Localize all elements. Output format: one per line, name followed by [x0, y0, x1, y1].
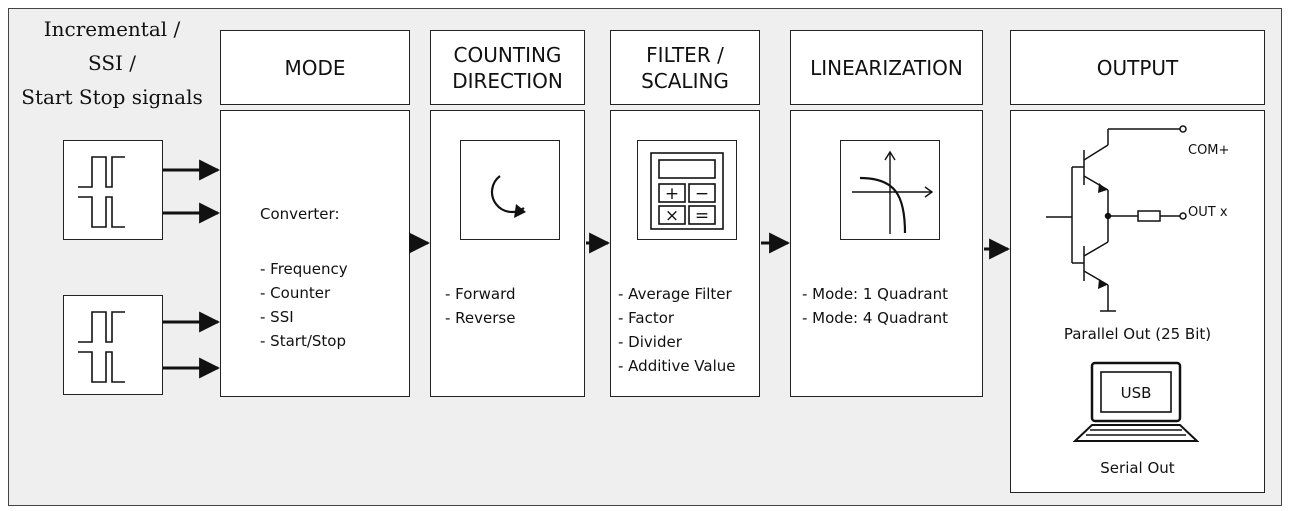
linearization-header: LINEARIZATION	[790, 30, 983, 105]
square-wave-icon	[78, 156, 125, 228]
filter-items: - Average Filter - Factor - Divider - Ad…	[618, 282, 736, 378]
counting-direction-header: COUNTING DIRECTION	[430, 30, 585, 105]
mode-item: - Start/Stop	[260, 332, 346, 350]
emitter-arrow-icon	[1098, 279, 1107, 289]
direction-items: - Forward - Reverse	[445, 282, 516, 330]
usb-label: USB	[1121, 384, 1152, 402]
filter-scaling-header: FILTER / SCALING	[610, 30, 760, 105]
calc-plus-glyph: +	[665, 184, 679, 204]
mode-item: - Counter	[260, 284, 331, 302]
filter-item: - Average Filter	[618, 285, 732, 303]
emitter-arrow-icon	[1098, 183, 1107, 193]
linearization-item: - Mode: 1 Quadrant	[802, 285, 948, 303]
mode-title: MODE	[284, 55, 346, 80]
linearization-items: - Mode: 1 Quadrant - Mode: 4 Quadrant	[802, 282, 948, 330]
mode-heading-lead: Converter:	[260, 205, 340, 223]
direction-item: - Reverse	[445, 309, 516, 327]
mode-box	[220, 110, 410, 397]
mode-item: - Frequency	[260, 260, 348, 278]
filter-item: - Factor	[618, 309, 675, 327]
mode-items: - Frequency - Counter - SSI - Start/Stop	[260, 257, 348, 353]
output-box	[1010, 110, 1265, 493]
output-header: OUTPUT	[1010, 30, 1265, 105]
calc-minus-glyph: −	[695, 184, 709, 204]
parallel-out-label: Parallel Out (25 Bit)	[1063, 325, 1212, 343]
filter-scaling-title: FILTER / SCALING	[641, 42, 729, 93]
serial-out-label: Serial Out	[1100, 459, 1175, 477]
linearization-item: - Mode: 4 Quadrant	[802, 309, 948, 327]
out-x-label: OUT x	[1188, 205, 1228, 220]
square-wave-icon	[78, 311, 125, 383]
filter-item: - Additive Value	[618, 357, 736, 375]
calc-times-glyph: ×	[665, 206, 679, 226]
input-signals-label: Incremental / SSI / Start Stop signals	[21, 17, 203, 109]
quadrant-curve-icon	[852, 150, 934, 234]
calculator-icon-frame	[637, 140, 737, 240]
rotation-icon-frame	[460, 140, 560, 240]
com-plus-label: COM+	[1188, 143, 1230, 158]
filter-item: - Divider	[618, 333, 682, 351]
counting-direction-title: COUNTING DIRECTION	[452, 42, 563, 93]
output-title: OUTPUT	[1096, 55, 1179, 80]
calc-equals-glyph: =	[695, 206, 709, 226]
rotation-arrow-icon	[490, 175, 526, 218]
linearization-title: LINEARIZATION	[810, 55, 963, 80]
input-arrows	[163, 159, 221, 379]
mode-item: - SSI	[260, 308, 294, 326]
mode-header: MODE	[220, 30, 410, 105]
laptop-icon	[1072, 361, 1200, 442]
calculator-icon	[650, 152, 724, 230]
direction-item: - Forward	[445, 285, 516, 303]
transistor-circuit-icon	[1046, 125, 1187, 312]
